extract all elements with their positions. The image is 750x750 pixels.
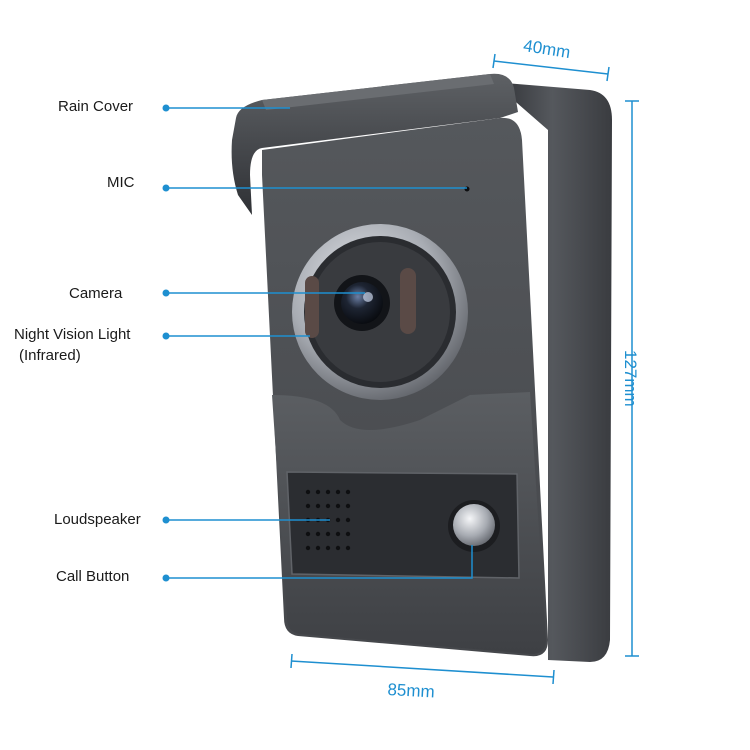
callout-lines (162, 104, 473, 582)
label-night-vision-infrared: (Infrared) (19, 347, 81, 364)
callout-dot-loudspeaker (162, 516, 170, 524)
camera-lens-glint (363, 292, 373, 302)
label-call-button: Call Button (56, 568, 130, 585)
label-night-vision-light: Night Vision Light (14, 326, 131, 343)
dim-line-width (493, 60, 609, 75)
rain-cover-ridge (262, 74, 494, 110)
dim-tick-width-a (492, 53, 496, 69)
dim-tick-depth-a (290, 653, 293, 669)
rain-cover (231, 73, 518, 216)
doorbell-unit (231, 73, 612, 662)
dimension-height: 127mm (621, 350, 640, 407)
dimension-lines (290, 53, 639, 685)
label-camera: Camera (69, 285, 123, 302)
callout-dot-camera (162, 289, 170, 297)
device-side (493, 82, 612, 662)
callout-dot-call-button (162, 574, 170, 582)
callout-dot-rain-cover (162, 104, 170, 112)
night-vision-light-right (400, 268, 416, 334)
loudspeaker-grille (305, 489, 351, 551)
call-button (453, 504, 495, 546)
callout-line-call-button (166, 545, 473, 579)
speaker-panel (286, 471, 520, 579)
dim-tick-width-b (606, 66, 610, 82)
dim-tick-depth-b (552, 669, 555, 685)
label-rain-cover: Rain Cover (58, 98, 134, 115)
camera-lens (341, 282, 383, 324)
callout-dot-night-vision (162, 332, 170, 340)
callout-dot-mic (162, 184, 170, 192)
label-loudspeaker: Loudspeaker (54, 511, 141, 528)
dim-line-depth (290, 660, 554, 678)
label-mic: MIC (107, 174, 135, 191)
night-vision-light-left (305, 276, 319, 338)
dimension-depth: 85mm (387, 680, 436, 702)
